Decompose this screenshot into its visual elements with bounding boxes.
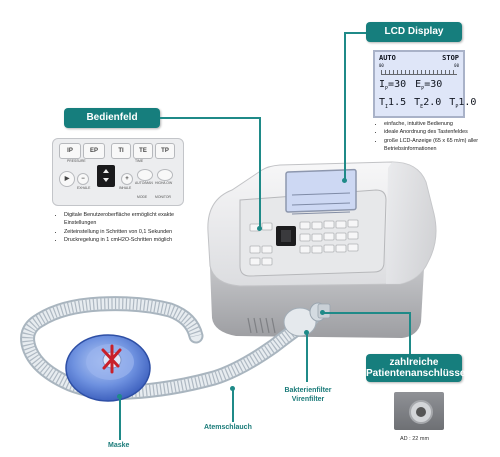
ports-connector-horizontal (322, 312, 410, 314)
ti-button[interactable]: TI (111, 143, 131, 159)
ports-callout-line1: zahlreiche (389, 357, 439, 368)
port-photo (394, 392, 444, 430)
hose-connector-line (232, 388, 234, 422)
filter-label-line1: Bakterienfilter (284, 387, 332, 394)
lcd-stop: STOP (442, 54, 459, 62)
lcd-bar-scale (381, 70, 457, 75)
panel-callout: Bedienfeld (64, 108, 160, 128)
lcd-connector-horizontal (344, 32, 366, 34)
hose-label: Atemschlauch (204, 424, 252, 431)
panel-note: Druckregelung in 1 cmH2O-Schritten mögli… (64, 236, 204, 244)
filter-connector (283, 302, 331, 337)
hose-connector-dot (230, 386, 235, 391)
ports-callout-line2: Patientenanschlüsse (366, 368, 466, 379)
lcd-ip: IP=30 (379, 79, 407, 92)
ip-button[interactable]: IP (59, 143, 81, 159)
ports-callout: zahlreiche Patientenanschlüsse (366, 354, 466, 382)
filter-connector-line (306, 332, 308, 382)
minus-button[interactable]: − (77, 173, 89, 185)
hose-tube (20, 296, 320, 400)
panel-connector-dot (257, 226, 262, 231)
lcd-callout: LCD Display (366, 22, 462, 42)
panel-note: Digitale Benutzeroberfläche ermöglicht e… (64, 211, 204, 228)
lcd-screen: AUTO STOP 00 00 IP=30 EP=30 TI1.5 TE2.0 … (373, 50, 476, 118)
lcd-note: einfache, intuitive Bedienung (384, 120, 498, 128)
mask-label: Maske (108, 442, 130, 449)
lcd-mode: AUTO (379, 54, 396, 62)
panel-notes: Digitale Benutzeroberfläche ermöglicht e… (54, 211, 204, 245)
device-keys (249, 219, 359, 266)
panel-connector-horizontal (160, 117, 260, 119)
play-pause-button[interactable]: ▶ (59, 171, 75, 187)
mask-connector-dot (117, 394, 122, 399)
lcd-scale-right: 00 (454, 63, 459, 68)
mode-label: MODE (137, 195, 148, 199)
port-hole (416, 407, 426, 417)
ports-connector-vertical (409, 312, 411, 354)
panel-connector-vertical (259, 117, 261, 228)
knob-down-arrow (103, 178, 109, 182)
knob-graphic[interactable] (97, 165, 115, 187)
filter-connector-dot (304, 330, 309, 335)
filter-label-line2: Virenfilter (291, 396, 325, 403)
mask-connector-line (119, 396, 121, 440)
ports-connector-dot (320, 310, 325, 315)
lcd-tp: TP1.0 (449, 97, 477, 110)
tp-button[interactable]: TP (155, 143, 175, 159)
te-button[interactable]: TE (133, 143, 153, 159)
auto-man-button[interactable] (137, 169, 153, 181)
port-dimension: AD : 22 mm (400, 436, 430, 442)
lcd-scale-left: 00 (379, 63, 384, 68)
vent-slots (247, 317, 276, 334)
pressure-label: PRESSURE (67, 159, 86, 163)
lcd-notes: einfache, intuitive Bedienung ideale Ano… (374, 120, 498, 154)
high-low-button[interactable] (157, 169, 173, 181)
control-panel: IP EP TI TE TP PRESSURE TIME ▶ − EXHALE … (52, 138, 184, 206)
filter-label: Bakterienfilter Virenfilter (276, 386, 340, 404)
lcd-connector-dot (342, 178, 347, 183)
inhale-label: INHALE (119, 186, 132, 190)
monitor-label: MONITOR (155, 195, 171, 199)
panel-note: Zeiteinstellung in Schritten von 0,1 Sek… (64, 228, 204, 236)
lcd-ep: EP=30 (415, 79, 443, 92)
exhale-label: EXHALE (77, 186, 91, 190)
lcd-te: TE2.0 (414, 97, 442, 110)
knob-up-arrow (103, 169, 109, 173)
time-label: TIME (135, 159, 144, 163)
mask-drawing (65, 334, 151, 402)
ep-button[interactable]: EP (83, 143, 105, 159)
plus-button[interactable]: + (121, 173, 133, 185)
auto-label: AUTO/MAN (135, 181, 153, 185)
lcd-ti: TI1.5 (379, 97, 407, 110)
lcd-connector-vertical (344, 32, 346, 180)
device-screen (285, 168, 357, 213)
front-panel-bezel (239, 189, 387, 277)
high-label: HIGH/LOW (155, 181, 173, 185)
lcd-note: ideale Anordnung des Tastenfeldes (384, 128, 498, 136)
lcd-note: große LCD-Anzeige (65 x 65 m/m) aller Be… (384, 137, 498, 154)
